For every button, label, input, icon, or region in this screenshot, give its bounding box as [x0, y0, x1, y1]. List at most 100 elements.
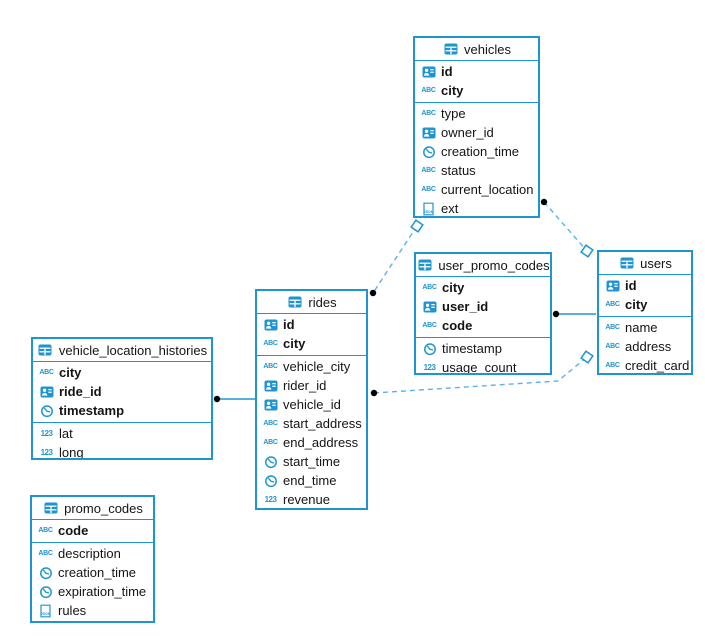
regular-columns: ABC description creation_time expiration… [32, 543, 153, 621]
id-badge-icon [420, 66, 437, 78]
table-name: promo_codes [64, 500, 143, 516]
table-header: rides [257, 291, 366, 314]
column-name: rider_id [283, 378, 327, 393]
column-row: id [257, 315, 366, 334]
column-row: ABC vehicle_city [257, 357, 366, 376]
column-name: description [58, 546, 121, 561]
relationship-endpoint-dot [552, 310, 560, 318]
key-columns: ABC city user_id ABC code [416, 277, 550, 337]
column-name: creation_time [58, 565, 137, 580]
clock-icon [421, 342, 438, 356]
key-separator [32, 542, 153, 543]
column-row: rider_id [257, 376, 366, 395]
column-name: id [283, 317, 295, 332]
column-name: id [625, 278, 637, 293]
relationship-endpoint-dot [370, 389, 378, 397]
key-separator [599, 316, 691, 317]
column-row: ABC city [416, 278, 550, 297]
column-name: creation_time [441, 144, 520, 159]
column-name: city [59, 365, 82, 380]
column-name: timestamp [442, 341, 502, 356]
column-name: vehicle_city [283, 359, 351, 374]
relationship-endpoint-dot [213, 395, 221, 403]
column-name: start_address [283, 416, 362, 431]
abc-text-icon: ABC [605, 324, 620, 331]
table-header: users [599, 252, 691, 275]
relationship-vehicles-users [543, 201, 588, 252]
table-node-rides[interactable]: rides id ABC city ABC vehicle_city rider… [255, 289, 368, 510]
table-name: vehicles [464, 41, 511, 57]
column-row: end_time [257, 471, 366, 490]
column-row: 123 revenue [257, 490, 366, 508]
abc-text-icon: ABC [39, 369, 54, 376]
relationship-endpoint-diamond [410, 219, 424, 233]
table-header: vehicles [415, 38, 538, 61]
abc-text-icon: ABC [421, 167, 436, 174]
column-name: owner_id [441, 125, 494, 140]
table-node-promo_codes[interactable]: promo_codes ABC code ABC description cre… [30, 495, 155, 623]
column-row: ABC start_address [257, 414, 366, 433]
column-name: credit_card [625, 358, 690, 373]
table-node-user_promo_codes[interactable]: user_promo_codes ABC city user_id ABC co… [414, 252, 552, 375]
column-row: ABC status [415, 161, 538, 180]
123-number-icon: 123 [264, 494, 277, 504]
table-node-vehicles[interactable]: vehicles id ABC city ABC type owner_id c… [413, 36, 540, 218]
key-separator [33, 422, 211, 423]
column-row: ABC city [33, 363, 211, 382]
column-name: usage_count [442, 360, 517, 375]
abc-text-icon: ABC [605, 301, 620, 308]
id-badge-icon [262, 399, 279, 411]
abc-text-icon: ABC [263, 363, 278, 370]
column-row: 123 long [33, 443, 211, 458]
abc-text-icon: ABC [263, 420, 278, 427]
clock-icon [37, 585, 54, 599]
table-icon [618, 257, 635, 269]
column-name: ext [441, 201, 459, 216]
column-row: creation_time [32, 563, 153, 582]
json-document-icon: JSON [37, 604, 54, 618]
abc-text-icon: ABC [422, 322, 437, 329]
column-row: id [599, 276, 691, 295]
id-badge-icon [262, 319, 279, 331]
column-row: ride_id [33, 382, 211, 401]
clock-icon [38, 404, 55, 418]
column-name: address [625, 339, 672, 354]
table-node-users[interactable]: users id ABC city ABC name ABC address A… [597, 250, 693, 375]
svg-text:JSON: JSON [41, 612, 51, 616]
column-row: ABC address [599, 337, 691, 356]
table-icon [442, 43, 459, 55]
column-name: rules [58, 603, 87, 618]
key-separator [416, 337, 550, 338]
key-columns: id ABC city [599, 275, 691, 316]
column-row: ABC name [599, 318, 691, 337]
column-name: revenue [283, 492, 330, 507]
column-row: JSON ext [415, 199, 538, 216]
column-row: ABC code [416, 316, 550, 335]
123-number-icon: 123 [40, 428, 53, 438]
key-separator [415, 102, 538, 103]
key-columns: id ABC city [415, 61, 538, 102]
table-header: vehicle_location_histories [33, 339, 211, 362]
column-name: end_address [283, 435, 359, 450]
column-row: ABC description [32, 544, 153, 563]
svg-text:JSON: JSON [424, 210, 434, 214]
key-separator [257, 355, 366, 356]
column-name: end_time [283, 473, 337, 488]
column-name: city [441, 83, 464, 98]
column-row: ABC credit_card [599, 356, 691, 373]
abc-text-icon: ABC [605, 343, 620, 350]
column-name: code [58, 523, 89, 538]
column-name: start_time [283, 454, 341, 469]
table-node-vehicle_location_histories[interactable]: vehicle_location_histories ABC city ride… [31, 337, 213, 460]
column-name: vehicle_id [283, 397, 341, 412]
clock-icon [420, 145, 437, 159]
column-row: owner_id [415, 123, 538, 142]
regular-columns: ABC type owner_id creation_time ABC stat… [415, 103, 538, 216]
regular-columns: timestamp 123 usage_count [416, 338, 550, 375]
clock-icon [262, 474, 279, 488]
column-name: expiration_time [58, 584, 147, 599]
column-row: creation_time [415, 142, 538, 161]
table-header: user_promo_codes [416, 254, 550, 277]
relationship-endpoint-diamond [580, 350, 594, 364]
